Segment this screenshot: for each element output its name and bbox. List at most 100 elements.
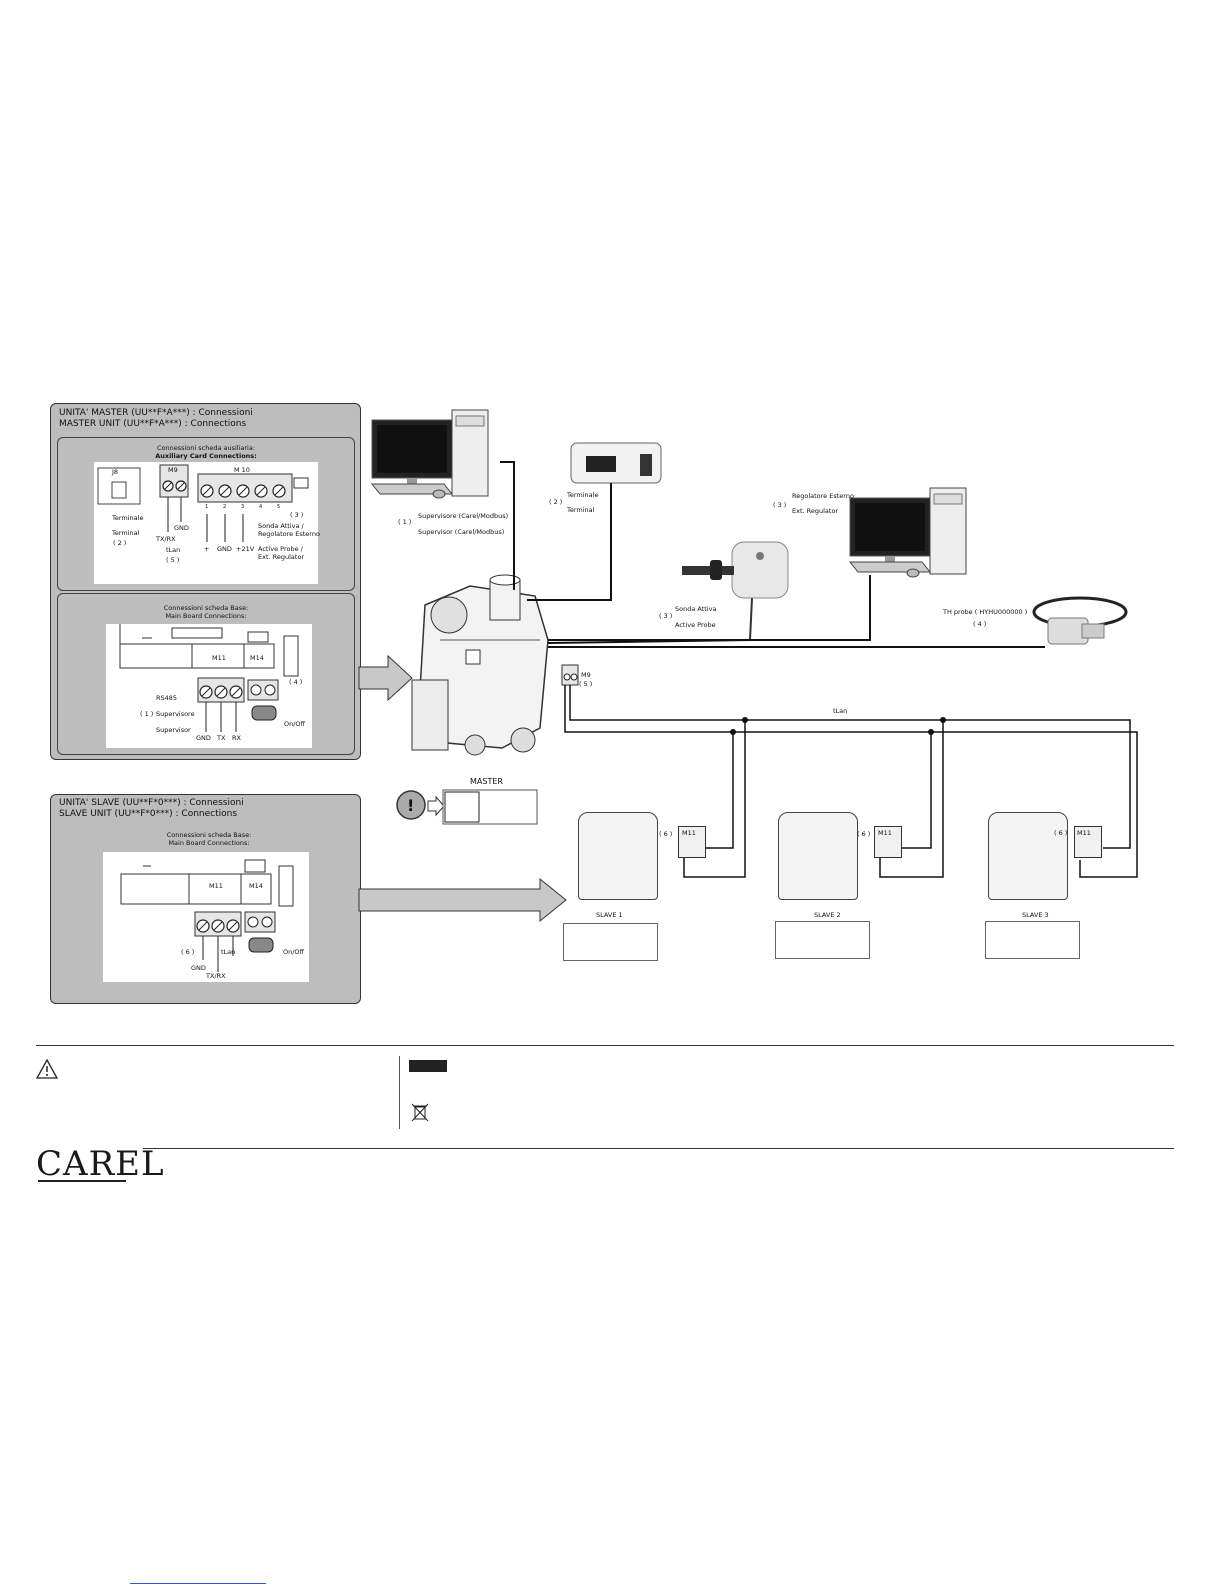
bottom-link-underline[interactable]	[130, 1583, 266, 1584]
supervisor-it-label: Supervisore (Carel/Modbus)	[418, 512, 509, 520]
plus-label: +	[204, 545, 210, 553]
slave2-ref-6: ( 6 )	[857, 830, 871, 838]
tlan-drop-1b	[702, 732, 734, 849]
probe-ref-label: ( 3 )	[659, 612, 673, 620]
supervisor-en-label: Supervisor (Carel/Modbus)	[418, 528, 505, 536]
carel-logo: CAREL	[36, 1144, 165, 1184]
sonda-label-1: Sonda Attiva /	[258, 522, 304, 530]
slave3-dip-switch	[985, 921, 1080, 959]
m14-label: M14	[250, 654, 264, 662]
slave1-dip-switch	[563, 923, 658, 961]
logo-underline	[38, 1180, 126, 1182]
slave2-unit	[778, 812, 858, 900]
probe-en-label: Active Probe	[675, 621, 716, 629]
slave1-m11-label: M11	[682, 829, 696, 837]
slave-gnd-label: GND	[191, 964, 206, 972]
m9-label: M9	[168, 466, 178, 474]
sonda-label-2: Regolatore Esterno	[258, 530, 320, 538]
main-card-panel: Connessioni scheda Base: Main Board Conn…	[57, 593, 355, 755]
weee-bin-icon	[409, 1101, 431, 1123]
slave-card-title-it: Connessioni scheda Base:	[166, 831, 252, 839]
slave-tlan-label: tLan	[221, 948, 236, 956]
master-arrow	[358, 654, 413, 702]
terminal-ref-label: ( 2 )	[549, 498, 563, 506]
v21-label: +21V	[236, 545, 255, 553]
probe-label-2: Ext. Regulator	[258, 553, 305, 561]
tlan-bus-label: tLan	[833, 707, 848, 715]
regulator-it-label: Regolatore Esterno	[792, 492, 854, 500]
probe-it-label: Sonda Attiva	[675, 605, 717, 613]
rx-label: RX	[232, 734, 241, 742]
slave1-label: SLAVE 1	[596, 911, 623, 919]
tlan-drop-1a	[683, 720, 746, 878]
tlan-bus-a	[569, 685, 1131, 849]
m11-label: M11	[212, 654, 226, 662]
slave2-m11-label: M11	[878, 829, 892, 837]
gnd2-label: GND	[217, 545, 232, 553]
master-panel: UNITA' MASTER (UU**F*A***) : Connessioni…	[50, 403, 361, 760]
main-card-title-en: Main Board Connections:	[165, 612, 247, 620]
m9-diagram-ref: ( 5 )	[579, 680, 593, 688]
supervisor-pc	[370, 409, 489, 499]
slave1-m11-block	[678, 826, 706, 858]
slave2-dip-switch	[775, 921, 870, 959]
rs485-ref: ( 1 )	[140, 710, 154, 718]
th-probe-label: TH probe ( HYHU000000 )	[943, 608, 1028, 616]
master-title-en: MASTER UNIT (UU**F*A***) : Connections	[59, 419, 247, 429]
wire-supervisor	[500, 461, 515, 590]
pin-1: 1	[205, 504, 209, 510]
slave-title-it: UNITA' SLAVE (UU**F*0***) : Connessioni	[59, 798, 244, 808]
slave3-label: SLAVE 3	[1022, 911, 1049, 919]
aux-card-title-en: Auxiliary Card Connections:	[155, 452, 257, 460]
terminal-device	[570, 442, 662, 484]
supervisore-label: Supervisore	[156, 710, 195, 718]
slave-arrow	[358, 877, 567, 923]
slave-title-en: SLAVE UNIT (UU**F*0***) : Connections	[59, 809, 238, 819]
warning-triangle-icon	[36, 1059, 58, 1079]
aux-card-drawing	[97, 464, 309, 542]
master-dip-label: MASTER	[470, 777, 503, 786]
slave-m14-label: M14	[249, 882, 263, 890]
slave-card-title-en: Main Board Connections:	[168, 839, 250, 847]
slave-panel: UNITA' SLAVE (UU**F*0***) : Connessioni …	[50, 794, 361, 1004]
footer-divider	[399, 1056, 400, 1129]
wire-regulator	[548, 575, 871, 641]
slave3-m11-label: M11	[1077, 829, 1091, 837]
tx-label: TX	[217, 734, 226, 742]
warning-exclamation-icon	[396, 790, 426, 820]
electrical-warning-icon	[409, 1060, 447, 1072]
tlan-bus-b	[564, 685, 1138, 878]
th-probe	[1032, 596, 1128, 645]
slave-ref-6: ( 6 )	[181, 948, 195, 956]
slave-card-image: M11 M14 ( 6 ) tLan GND TX/RX On/Off	[103, 852, 309, 982]
main-card-drawing	[119, 624, 299, 732]
master-title-it: UNITA' MASTER (UU**F*A***) : Connessioni	[59, 408, 253, 418]
regulator-ref-label: ( 3 )	[773, 501, 787, 509]
m14-ref: ( 4 )	[289, 678, 303, 686]
terminal-ref: ( 2 )	[113, 539, 127, 547]
slave2-m11-block	[874, 826, 902, 858]
slave3-m11-block	[1074, 826, 1102, 858]
tlan-label: tLan	[166, 546, 181, 554]
slave-txrx-label: TX/RX	[206, 972, 226, 980]
pin-2: 2	[223, 504, 227, 510]
main-card-image: M11 M14 ( 4 ) RS485 ( 1 ) Supervisore Su…	[106, 624, 312, 748]
svg-text:!: !	[407, 796, 414, 815]
aux-card-title-it: Connessioni scheda ausiliaria:	[156, 444, 256, 452]
main-card-title-it: Connessioni scheda Base:	[163, 604, 249, 612]
regulator-pc	[848, 487, 967, 578]
aux-card-panel: Connessioni scheda ausiliaria: Auxiliary…	[57, 437, 355, 591]
tlan-drop-2a	[879, 720, 944, 878]
slave1-unit	[578, 812, 658, 900]
regulator-en-label: Ext. Regulator	[792, 507, 839, 515]
gnd-label-main: GND	[196, 734, 211, 742]
master-dip-switch	[442, 789, 538, 825]
footer-rule-bottom	[143, 1148, 1174, 1149]
master-unit	[411, 574, 549, 756]
tlan-drop-2b	[900, 732, 932, 849]
terminal-label: Terminal	[112, 529, 140, 537]
supervisor-label: Supervisor	[156, 726, 191, 734]
slave-onoff-label: On/Off	[283, 948, 305, 956]
txrx-label: TX/RX	[156, 535, 176, 543]
